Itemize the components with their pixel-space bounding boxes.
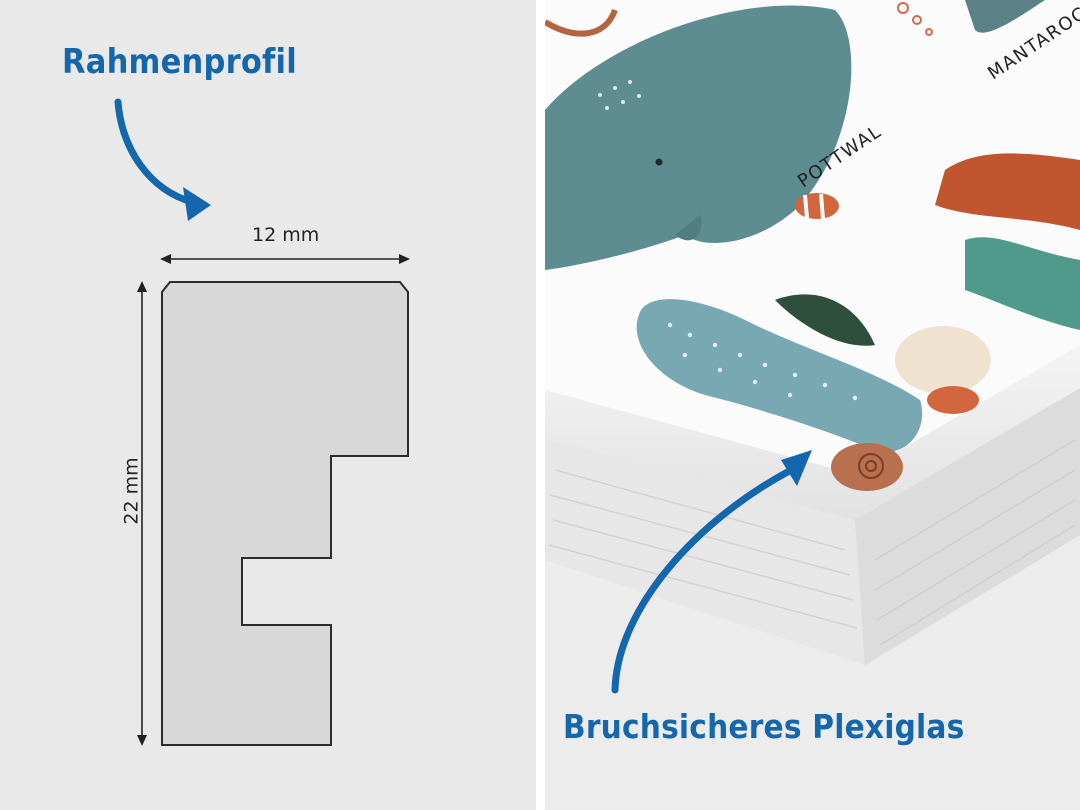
width-label: 12 mm <box>252 224 320 246</box>
photo-caption: Bruchsicheres Plexiglas <box>563 707 965 746</box>
photo-panel: POTTWAL MANTAROC <box>545 0 1080 810</box>
starfish-illustration <box>636 299 923 452</box>
clownfish-illustration <box>795 193 839 220</box>
width-dimension-arrow <box>160 254 410 264</box>
framed-poster-photo: POTTWAL MANTAROC <box>545 0 1080 694</box>
whale-illustration <box>545 5 852 270</box>
curved-arrow-icon <box>611 450 812 694</box>
bubbles <box>897 2 933 36</box>
panel-divider <box>536 0 545 810</box>
profile-diagram <box>114 98 410 746</box>
frame-profile-shape <box>161 281 409 746</box>
profile-panel: Rahmenprofil 12 mm 22 mm <box>0 0 536 810</box>
shell-illustration <box>831 443 903 491</box>
profile-title: Rahmenprofil <box>62 42 297 82</box>
height-label: 22 mm <box>120 457 143 525</box>
small-whale-tail <box>545 8 618 37</box>
frame-edge <box>545 345 1080 665</box>
manta-illustration <box>965 0 1045 33</box>
height-dimension-arrow <box>137 281 147 746</box>
coral-illustration <box>775 153 1080 414</box>
curved-arrow-icon <box>114 98 211 221</box>
